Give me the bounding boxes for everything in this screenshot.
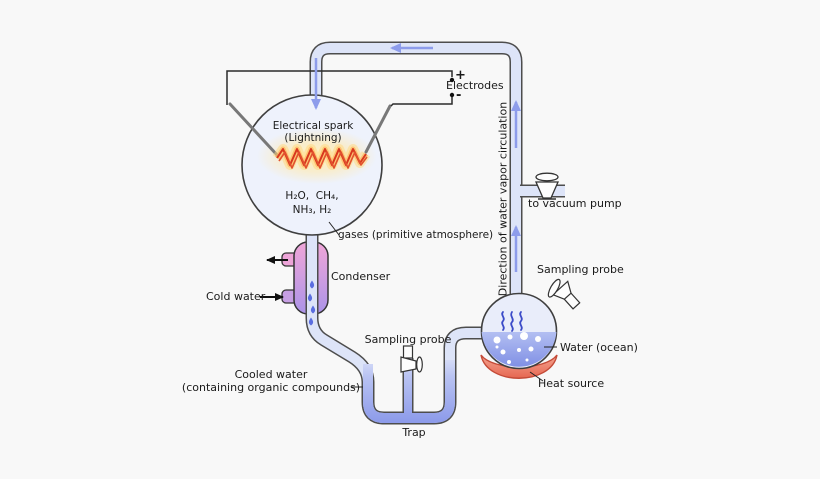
cold-water-label: Cold water <box>206 290 266 303</box>
flow-arrows <box>311 43 521 272</box>
water-ocean-label: Water (ocean) <box>560 341 638 354</box>
sampling-probe-icon-bottom <box>400 345 423 373</box>
vacuum-pump-label: to vacuum pump <box>528 197 622 210</box>
condenser-label: Condenser <box>331 270 391 283</box>
cold-water-arrows <box>260 256 288 301</box>
ocean-flask <box>480 292 558 370</box>
gas-formula-line1: H₂O, CH₄, <box>285 190 339 202</box>
electrode-wires <box>226 70 453 107</box>
electrodes-label: Electrodes <box>446 79 504 92</box>
spark-zigzag-icon <box>272 144 371 170</box>
cooled-water-label-line2: (containing organic compounds) <box>181 381 361 394</box>
gas-formula-line2: NH₃, H₂ <box>292 204 332 216</box>
leader-lines <box>328 221 557 388</box>
leader-heat-source <box>529 371 544 382</box>
spark-label-line2: (Lightning) <box>284 132 342 144</box>
cooled-water-label-line1: Cooled water <box>234 368 308 381</box>
electrode-terminal-plus <box>449 77 455 83</box>
gases-label: gases (primitive atmosphere) <box>338 229 494 241</box>
sampling-probe-icon-right <box>547 278 581 310</box>
leader-gases <box>328 221 340 236</box>
spark-label-line1: Electrical spark <box>272 120 354 132</box>
electrodes-plus-sign: + <box>455 68 466 83</box>
direction-label: Direction of water vapor circulation <box>496 101 510 297</box>
electrodes-minus-sign: - <box>456 88 462 103</box>
heat-source-label: Heat source <box>538 377 605 390</box>
sampling-probe-bottom-label: Sampling probe <box>364 333 452 346</box>
trap-label: Trap <box>402 426 426 439</box>
sampling-probe-right-label: Sampling probe <box>537 263 624 276</box>
bubbles <box>493 332 541 364</box>
condensate-droplets <box>307 280 316 326</box>
steam-icon <box>501 311 523 332</box>
condenser-body <box>281 241 329 315</box>
electrode-rods <box>228 102 392 158</box>
trap-water <box>363 360 455 423</box>
electrode-terminal-minus <box>449 92 455 98</box>
vacuum-stopcock-icon <box>535 172 559 200</box>
